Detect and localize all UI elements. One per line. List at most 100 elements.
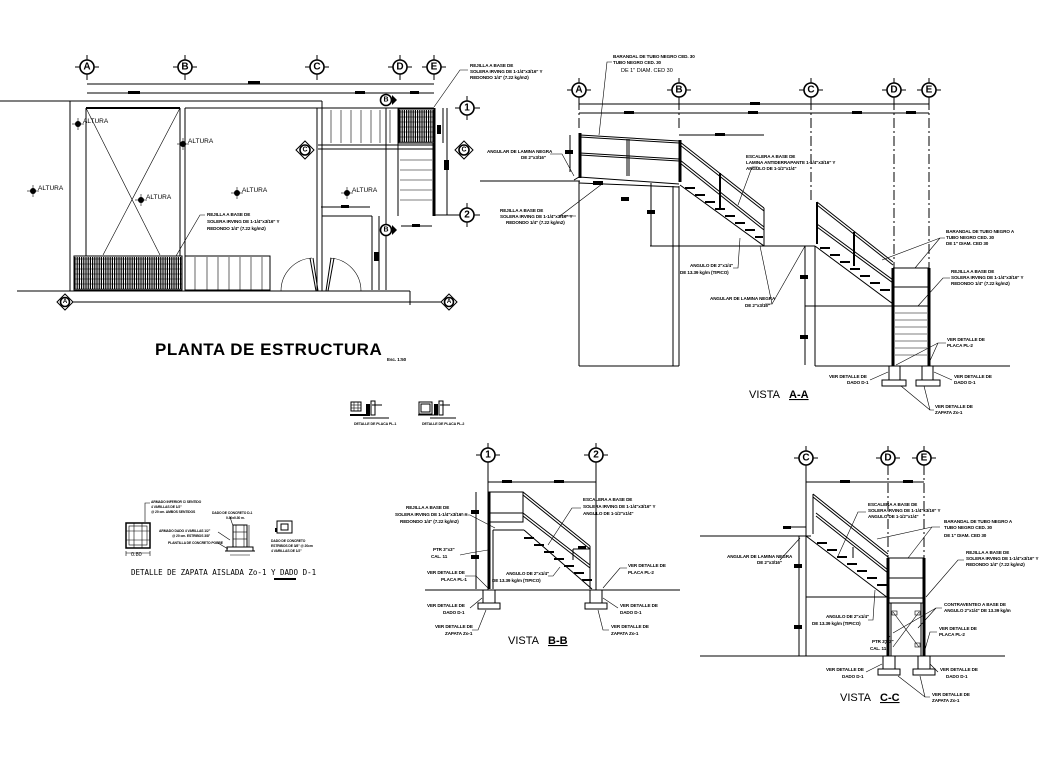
- svg-text:ANGULO DE 1-1/2"x1/4": ANGULO DE 1-1/2"x1/4": [868, 514, 919, 519]
- level-marker-3: ALTURA: [27, 185, 64, 197]
- svg-text:1: 1: [464, 103, 470, 114]
- svg-text:DADO D-1: DADO D-1: [954, 380, 976, 385]
- svg-text:ANGULO DE 2"x1/4": ANGULO DE 2"x1/4": [506, 571, 549, 576]
- aa-note-step-angle: ANGULO DE 2"x1/4" DE 13.39 kg/m (TIPICO)…: [680, 237, 806, 308]
- svg-text:TUBO NEGRO CED. 30: TUBO NEGRO CED. 30: [946, 235, 995, 240]
- svg-text:SOLERA IRVING DE 1-1/4"x3/16": SOLERA IRVING DE 1-1/4"x3/16" Y: [207, 219, 279, 224]
- level-marker-2: ALTURA: [177, 138, 214, 150]
- aa-note-handrail-right: BARANDAL DE TUBO NEGRO A TUBO NEGRO CED.…: [881, 229, 1015, 269]
- svg-text:DE 1" DIAM. CED 30: DE 1" DIAM. CED 30: [944, 533, 987, 538]
- plan-dimensions: [87, 81, 449, 290]
- svg-text:VER DETALLE DE: VER DETALLE DE: [611, 624, 649, 629]
- svg-text:A: A: [447, 299, 452, 305]
- svg-text:REDONDO 1/4" (7.22 kg/m2): REDONDO 1/4" (7.22 kg/m2): [951, 281, 1010, 286]
- svg-text:ARMADO DADO 4 VARILLAS 1/2": ARMADO DADO 4 VARILLAS 1/2": [159, 529, 211, 533]
- svg-text:REJILLA A BASE DE: REJILLA A BASE DE: [207, 212, 250, 217]
- level-marker-4: ALTURA: [135, 194, 172, 206]
- svg-text:ESCALERA A BASE DE: ESCALERA A BASE DE: [868, 502, 917, 507]
- plan-note-grating-bottom: REJILLA A BASE DE SOLERA IRVING DE 1-1/4…: [175, 212, 280, 257]
- plan-grating-bottom: [73, 255, 183, 291]
- grid-bubble-aa-d: D: [882, 78, 906, 102]
- svg-text:C: C: [802, 453, 809, 464]
- svg-text:BARANDAL DE TUBO NEGRO CED. 30: BARANDAL DE TUBO NEGRO CED. 30: [613, 54, 695, 59]
- svg-text:DADO D-1: DADO D-1: [847, 380, 869, 385]
- svg-text:D: D: [396, 62, 403, 73]
- grid-bubble-aa-a: A: [567, 78, 591, 102]
- svg-text:DADO DE CONCRETO D-1: DADO DE CONCRETO D-1: [212, 511, 253, 515]
- svg-text:B-B: B-B: [548, 635, 568, 647]
- svg-text:ANGULO DE 2"x1/4": ANGULO DE 2"x1/4": [690, 263, 733, 268]
- plan-doors: [280, 257, 362, 292]
- svg-text:DETALLE DE PLACA PL-1: DETALLE DE PLACA PL-1: [354, 422, 396, 426]
- svg-text:PLANTILLA DE CONCRETO POBRE: PLANTILLA DE CONCRETO POBRE: [168, 541, 224, 545]
- svg-text:VER DETALLE DE: VER DETALLE DE: [826, 667, 864, 672]
- svg-text:4 VARILLAS DE 1/2": 4 VARILLAS DE 1/2": [271, 549, 302, 553]
- aa-note-dado-right: VER DETALLE DE DADO D-1: [933, 371, 992, 385]
- bb-notes: REJILLA A BASE DE SOLERA IRVING DE 1-1/4…: [395, 497, 666, 636]
- svg-text:VER DETALLE DE: VER DETALLE DE: [935, 404, 973, 409]
- svg-text:REDONDO 1/4" (7.22 kg/m2): REDONDO 1/4" (7.22 kg/m2): [470, 75, 529, 80]
- svg-text:ANGULAR DE LAMINA NEGRA: ANGULAR DE LAMINA NEGRA: [727, 554, 793, 559]
- svg-text:DADO D-1: DADO D-1: [842, 674, 864, 679]
- svg-text:VER DETALLE DE: VER DETALLE DE: [620, 603, 658, 608]
- svg-text:ALTURA: ALTURA: [38, 185, 64, 192]
- svg-text:VER DETALLE DE: VER DETALLE DE: [628, 563, 666, 568]
- svg-text:REJILLA A BASE DE: REJILLA A BASE DE: [951, 269, 994, 274]
- vista-aa: A B C D E: [480, 54, 1024, 415]
- dado-plan: DADO DE CONCRETO ESTRIBOS DE 3/8" @ 20cm…: [271, 520, 313, 553]
- svg-text:B: B: [181, 62, 188, 73]
- svg-text:DETALLE DE PLACA PL-2: DETALLE DE PLACA PL-2: [422, 422, 464, 426]
- footing-detail: 0.80 ARMADO INFERIOR C/ SENTIDO 4 VARILL…: [125, 500, 316, 580]
- grid-bubble-d: D: [388, 55, 412, 80]
- aa-note-angle-left: ANGULAR DE LAMINA NEGRA DE 2"x3/16": [487, 149, 575, 177]
- svg-text:PLACA PL-2: PLACA PL-2: [939, 632, 965, 637]
- svg-text:SOLERA IRVING DE 1-1/4"x3/16": SOLERA IRVING DE 1-1/4"x3/16" Y: [868, 508, 940, 513]
- svg-text:VER DETALLE DE: VER DETALLE DE: [940, 667, 978, 672]
- level-marker-5: ALTURA: [231, 187, 268, 199]
- grid-bubble-c: C: [305, 55, 329, 80]
- svg-text:ANGULAR DE LAMINA NEGRA: ANGULAR DE LAMINA NEGRA: [710, 296, 776, 301]
- plate-detail-pl2: DETALLE DE PLACA PL-2: [418, 400, 464, 426]
- svg-text:ESTRIBOS DE 3/8" @ 20cm: ESTRIBOS DE 3/8" @ 20cm: [271, 544, 313, 548]
- plan-landing-lines: [330, 110, 391, 143]
- svg-text:REDONDO 1/4" (7.22 kg/m2): REDONDO 1/4" (7.22 kg/m2): [207, 226, 266, 231]
- svg-text:VER DETALLE DE: VER DETALLE DE: [939, 626, 977, 631]
- svg-text:VISTA: VISTA: [508, 635, 540, 647]
- aa-note-handrail-top: BARANDAL DE TUBO NEGRO CED. 30 TUBO NEGR…: [598, 54, 695, 136]
- svg-text:PTR 3"x3": PTR 3"x3": [433, 547, 455, 552]
- grid-bubble-aa-c: C: [799, 78, 823, 102]
- vista-bb: 1 2: [395, 443, 680, 647]
- grid-bubble-aa-e: E: [917, 78, 941, 102]
- svg-text:VISTA: VISTA: [749, 389, 781, 401]
- svg-text:SOLERA IRVING DE 1-1/4"x3/16": SOLERA IRVING DE 1-1/4"x3/16" Y: [500, 214, 572, 219]
- svg-text:ALTURA: ALTURA: [352, 187, 378, 194]
- svg-text:SOLERA IRVING DE 1-1/4"x3/16": SOLERA IRVING DE 1-1/4"x3/16" Y: [951, 275, 1023, 280]
- svg-text:@ 20 cm. ESTRIBOS 3/8": @ 20 cm. ESTRIBOS 3/8": [172, 534, 211, 538]
- svg-text:REJILLA A BASE DE: REJILLA A BASE DE: [966, 550, 1009, 555]
- plan-stair-treads: [400, 159, 432, 201]
- grid-bubble-2: 2: [455, 203, 480, 227]
- svg-text:VER DETALLE DE: VER DETALLE DE: [932, 692, 970, 697]
- grid-bubble-1: 1: [455, 96, 480, 120]
- svg-text:ALTURA: ALTURA: [242, 187, 268, 194]
- section-mark-c-right: C: [454, 140, 474, 160]
- svg-text:D: D: [890, 85, 897, 96]
- level-marker-1: ALTURA: [72, 118, 109, 130]
- svg-text:C-C: C-C: [880, 692, 900, 704]
- svg-text:ZAPATA Zo-1: ZAPATA Zo-1: [935, 410, 963, 415]
- aa-note-grating-left: REJILLA A BASE DE SOLERA IRVING DE 1-1/4…: [500, 183, 603, 225]
- svg-text:DE 2"x3/16": DE 2"x3/16": [521, 155, 546, 160]
- svg-text:DE 2"x3/16": DE 2"x3/16": [757, 560, 782, 565]
- svg-text:VER DETALLE DE: VER DETALLE DE: [954, 374, 992, 379]
- vista-aa-dimensions: [565, 102, 929, 365]
- svg-text:E: E: [921, 453, 928, 464]
- svg-text:DE 13.39 kg/m (TIPICO): DE 13.39 kg/m (TIPICO): [492, 578, 541, 583]
- svg-text:0.30x0.30 m.: 0.30x0.30 m.: [226, 516, 245, 520]
- svg-text:C: C: [313, 62, 320, 73]
- grid-bubble-a: A: [75, 55, 99, 80]
- svg-text:ALTURA: ALTURA: [83, 118, 109, 125]
- svg-text:4 VARILLAS DE 1/2": 4 VARILLAS DE 1/2": [151, 505, 182, 509]
- svg-text:ESCALERA A BASE DE: ESCALERA A BASE DE: [746, 154, 795, 159]
- section-mark-c-left: C: [295, 140, 315, 160]
